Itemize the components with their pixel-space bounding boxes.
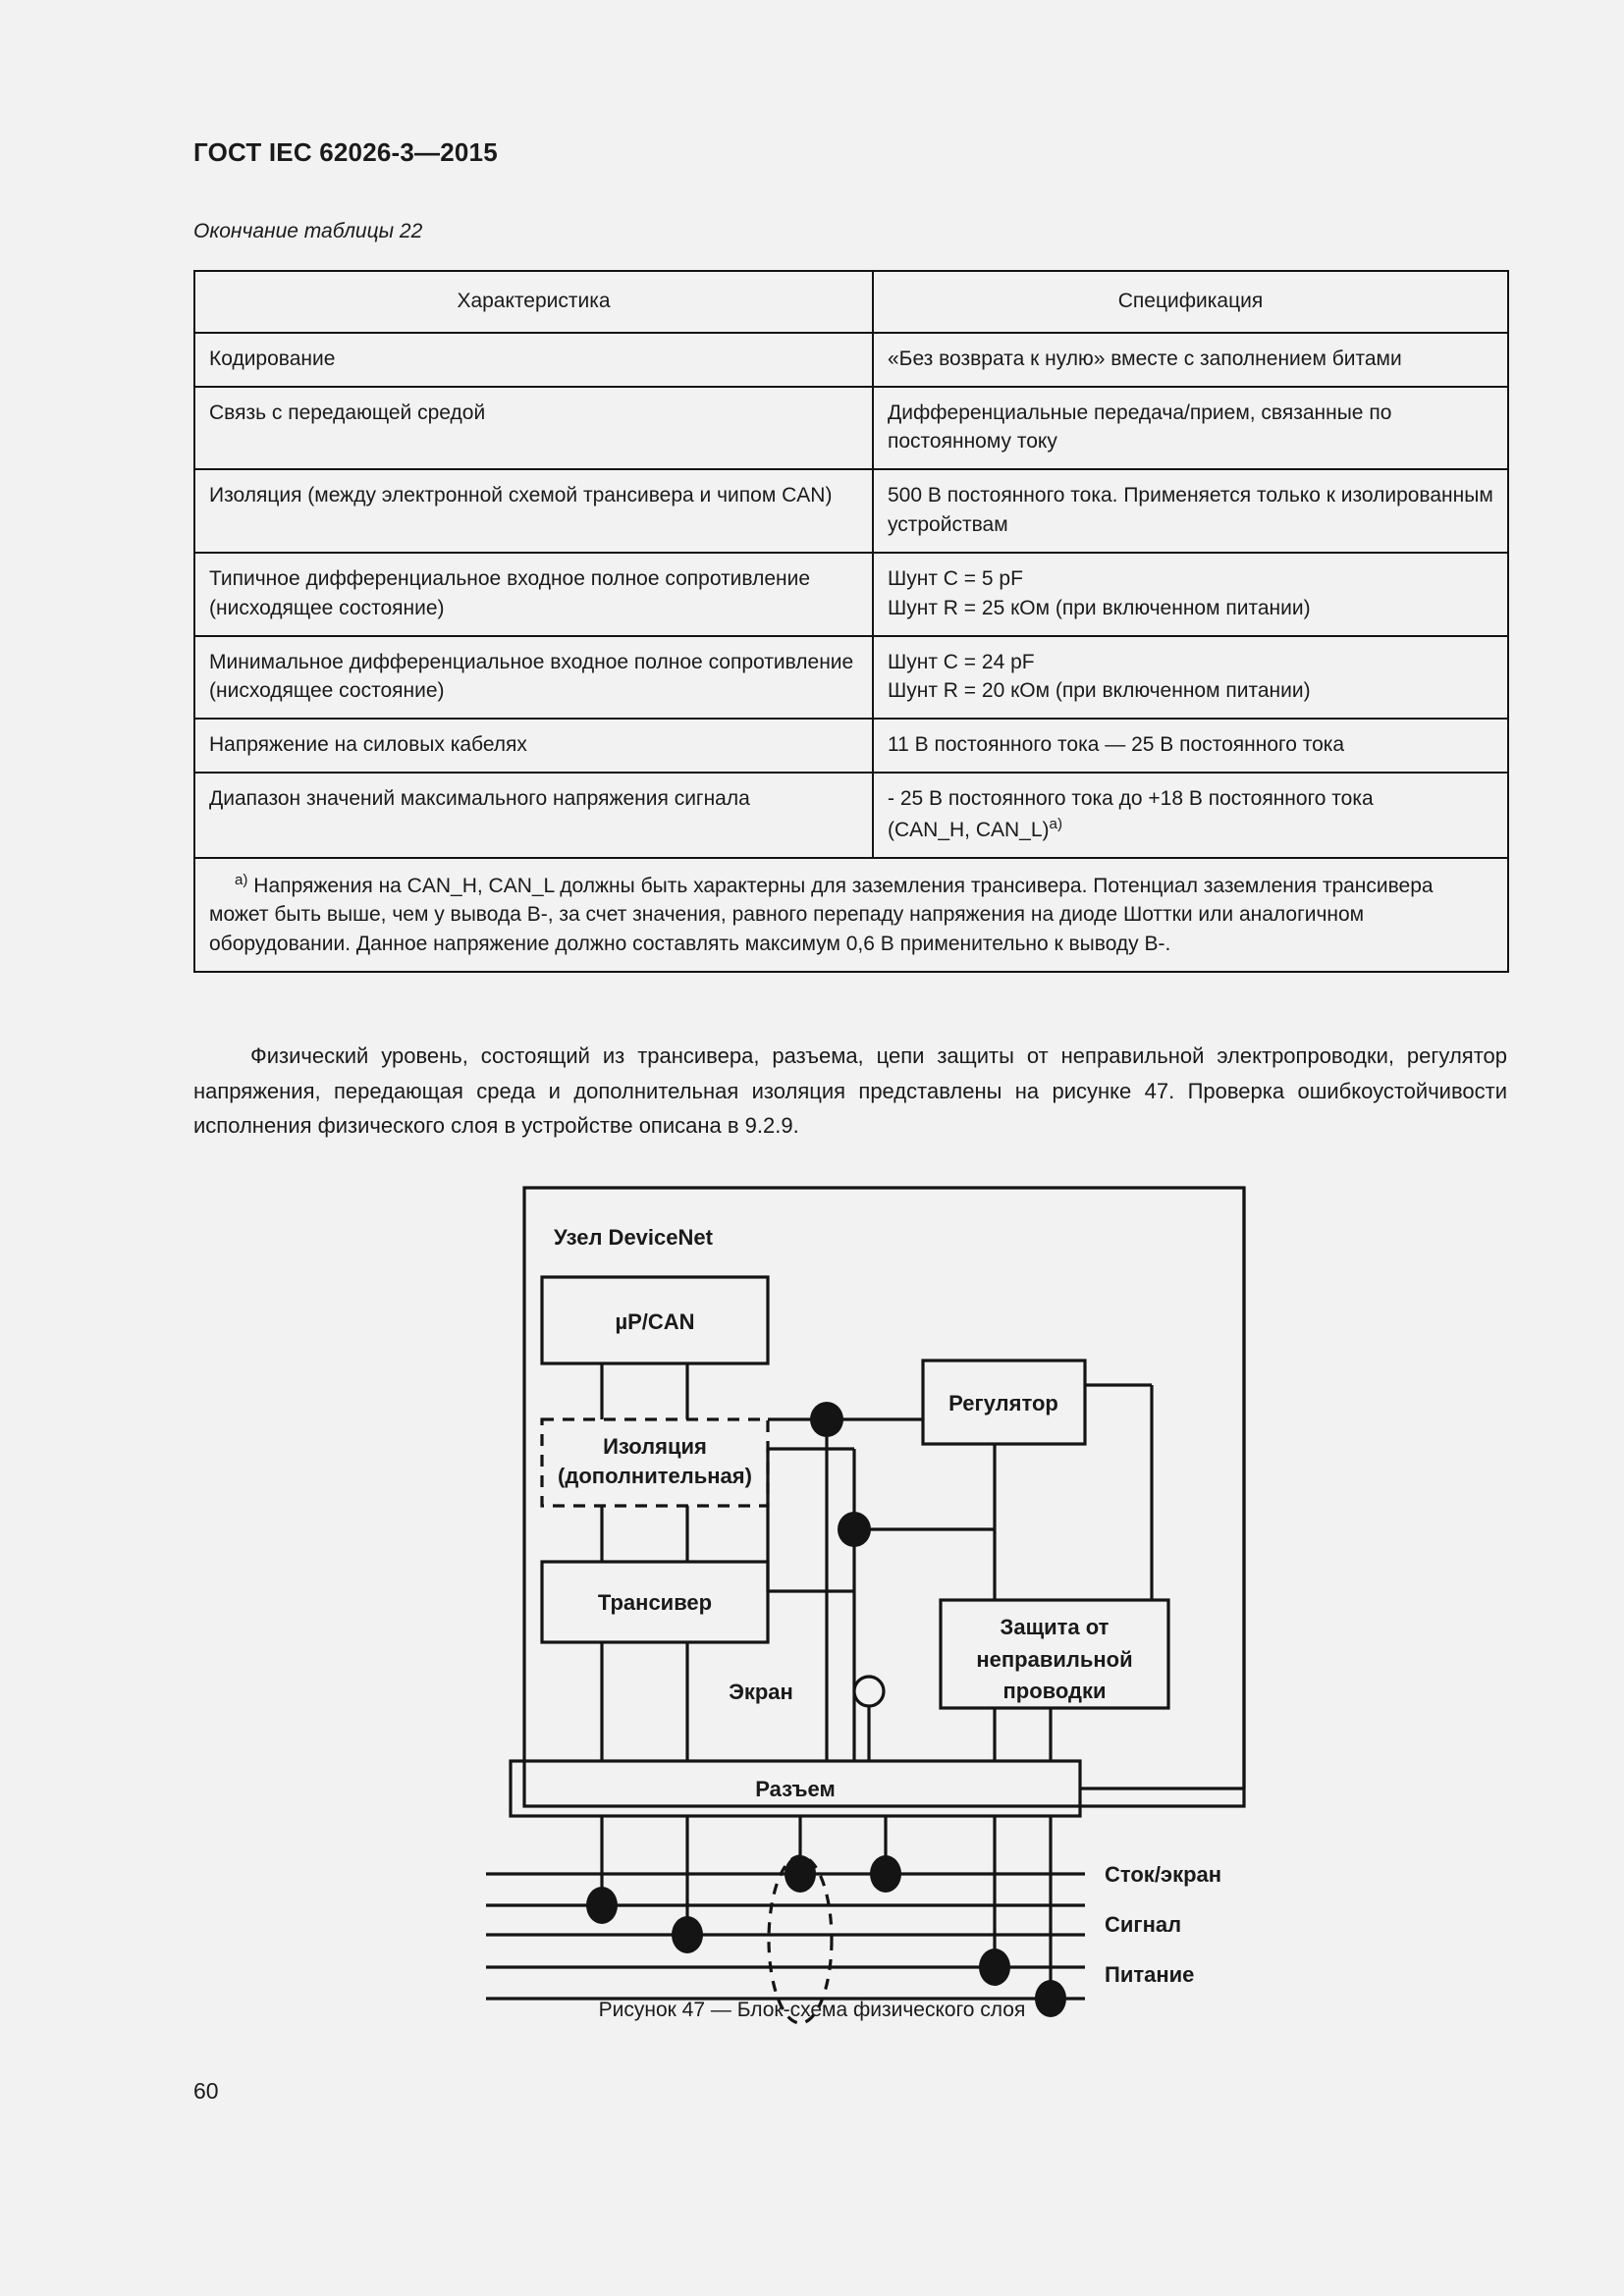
cell-specification: Шунт C = 5 pF Шунт R = 25 кОм (при включ… [872, 551, 1509, 637]
isolation-label-line1: Изоляция [603, 1434, 707, 1459]
table-row: Минимальное дифференциальное входное пол… [193, 634, 1509, 721]
figure-47: Узел DeviceNet µP/CAN Изоляция (дополнит… [324, 1174, 1267, 2107]
cell-characteristic: Кодирование [193, 331, 874, 388]
junction-dot-bus-6 [1035, 1980, 1066, 2017]
cell-specification: «Без возврата к нулю» вместе с заполнени… [872, 331, 1509, 388]
shield-label: Экран [729, 1680, 793, 1704]
bus-label-power: Питание [1105, 1962, 1194, 1987]
junction-dot-mid [838, 1512, 871, 1547]
mpu-can-label: µP/CAN [615, 1309, 694, 1334]
table-row: Напряжение на силовых кабелях 11 В посто… [193, 718, 1509, 774]
shield-open-node-icon [852, 1675, 886, 1708]
physical-layer-block-diagram: Узел DeviceNet µP/CAN Изоляция (дополнит… [486, 1186, 1246, 2025]
protection-label-line2: неправильной [976, 1647, 1132, 1672]
regulator-label: Регулятор [948, 1391, 1058, 1415]
cell-characteristic: Минимальное дифференциальное входное пол… [193, 634, 874, 721]
cell-specification: 11 В постоянного тока — 25 В постоянного… [872, 718, 1509, 774]
protection-label-line1: Защита от [1001, 1615, 1110, 1639]
cell-specification: 500 В постоянного тока. Применяется толь… [872, 468, 1509, 554]
cell-characteristic: Типичное дифференциальное входное полное… [193, 551, 874, 637]
spec-line: Шунт R = 20 кОм (при включенном питании) [888, 679, 1311, 703]
isolation-block [540, 1417, 770, 1508]
table-header-row: Характеристика Спецификация [193, 270, 1509, 334]
protection-label-line3: проводки [1002, 1679, 1106, 1703]
footnote-text: Напряжения на CAN_H, CAN_L должны быть х… [209, 874, 1434, 956]
cell-characteristic: Напряжение на силовых кабелях [193, 718, 874, 774]
connector-label: Разъем [755, 1777, 836, 1801]
table-row: Типичное дифференциальное входное полное… [193, 551, 1509, 637]
table-footnote-row: а) Напряжения на CAN_H, CAN_L должны быт… [193, 856, 1509, 974]
document-header-title: ГОСТ IEC 62026-3—2015 [193, 137, 498, 167]
spec-line: Шунт C = 5 pF [888, 566, 1023, 590]
figure-caption: Рисунок 47 — Блок-схема физического слоя [598, 1999, 1026, 2021]
isolation-label-line2: (дополнительная) [558, 1464, 752, 1488]
junction-dot-top [810, 1402, 843, 1437]
junction-dot-bus-1 [586, 1887, 618, 1924]
bus-label-drain-shield: Сток/экран [1105, 1862, 1221, 1887]
cell-specification: - 25 В постоянного тока до +18 В постоян… [872, 771, 1509, 859]
regulator-block [921, 1359, 1087, 1446]
table-row: Кодирование «Без возврата к нулю» вместе… [193, 331, 1509, 388]
footnote-spacer [209, 875, 235, 897]
cell-specification: Шунт C = 24 pF Шунт R = 20 кОм (при вклю… [872, 634, 1509, 721]
page-number: 60 [193, 2078, 219, 2104]
column-header-specification: Спецификация [872, 270, 1509, 334]
junction-dot-bus-2 [672, 1916, 703, 1953]
table-footnote: а) Напряжения на CAN_H, CAN_L должны быт… [193, 856, 1509, 974]
spec-line: Шунт C = 24 pF [888, 650, 1035, 673]
bus-label-signal: Сигнал [1105, 1912, 1181, 1937]
footnote-marker: а) [235, 871, 248, 888]
junction-dot-bus-3 [785, 1855, 816, 1893]
transceiver-label: Трансивер [598, 1590, 712, 1615]
footnote-reference: а) [1049, 815, 1062, 832]
cell-characteristic: Диапазон значений максимального напряжен… [193, 771, 874, 859]
body-paragraph: Физический уровень, состоящий из трансив… [193, 1043, 1507, 1139]
column-header-characteristic: Характеристика [193, 270, 874, 334]
cell-characteristic: Изоляция (между электронной схемой транс… [193, 468, 874, 554]
spec-line: Шунт R = 25 кОм (при включенном питании) [888, 596, 1311, 619]
spec-line: (CAN_H, CAN_L)а) [888, 814, 1493, 845]
table-row: Изоляция (между электронной схемой транс… [193, 468, 1509, 554]
spec-line: - 25 В постоянного тока до +18 В постоян… [888, 786, 1374, 810]
table-row: Связь с передающей средой Дифференциальн… [193, 385, 1509, 471]
transceiver-block [540, 1560, 770, 1644]
devicenet-node-label: Узел DeviceNet [554, 1225, 714, 1250]
junction-dot-bus-5 [979, 1949, 1010, 1986]
junction-dot-bus-4 [870, 1855, 901, 1893]
mpu-can-block [540, 1275, 770, 1365]
cell-characteristic: Связь с передающей средой [193, 385, 874, 471]
table-row: Диапазон значений максимального напряжен… [193, 771, 1509, 859]
table-caption: Окончание таблицы 22 [193, 220, 423, 242]
devicenet-node-boundary [522, 1186, 1246, 1808]
wiring-protection-block [939, 1598, 1170, 1710]
cell-specification: Дифференциальные передача/прием, связанн… [872, 385, 1509, 471]
specification-table: Характеристика Спецификация Кодирование … [193, 270, 1509, 974]
spec-line-text: (CAN_H, CAN_L) [888, 818, 1050, 841]
